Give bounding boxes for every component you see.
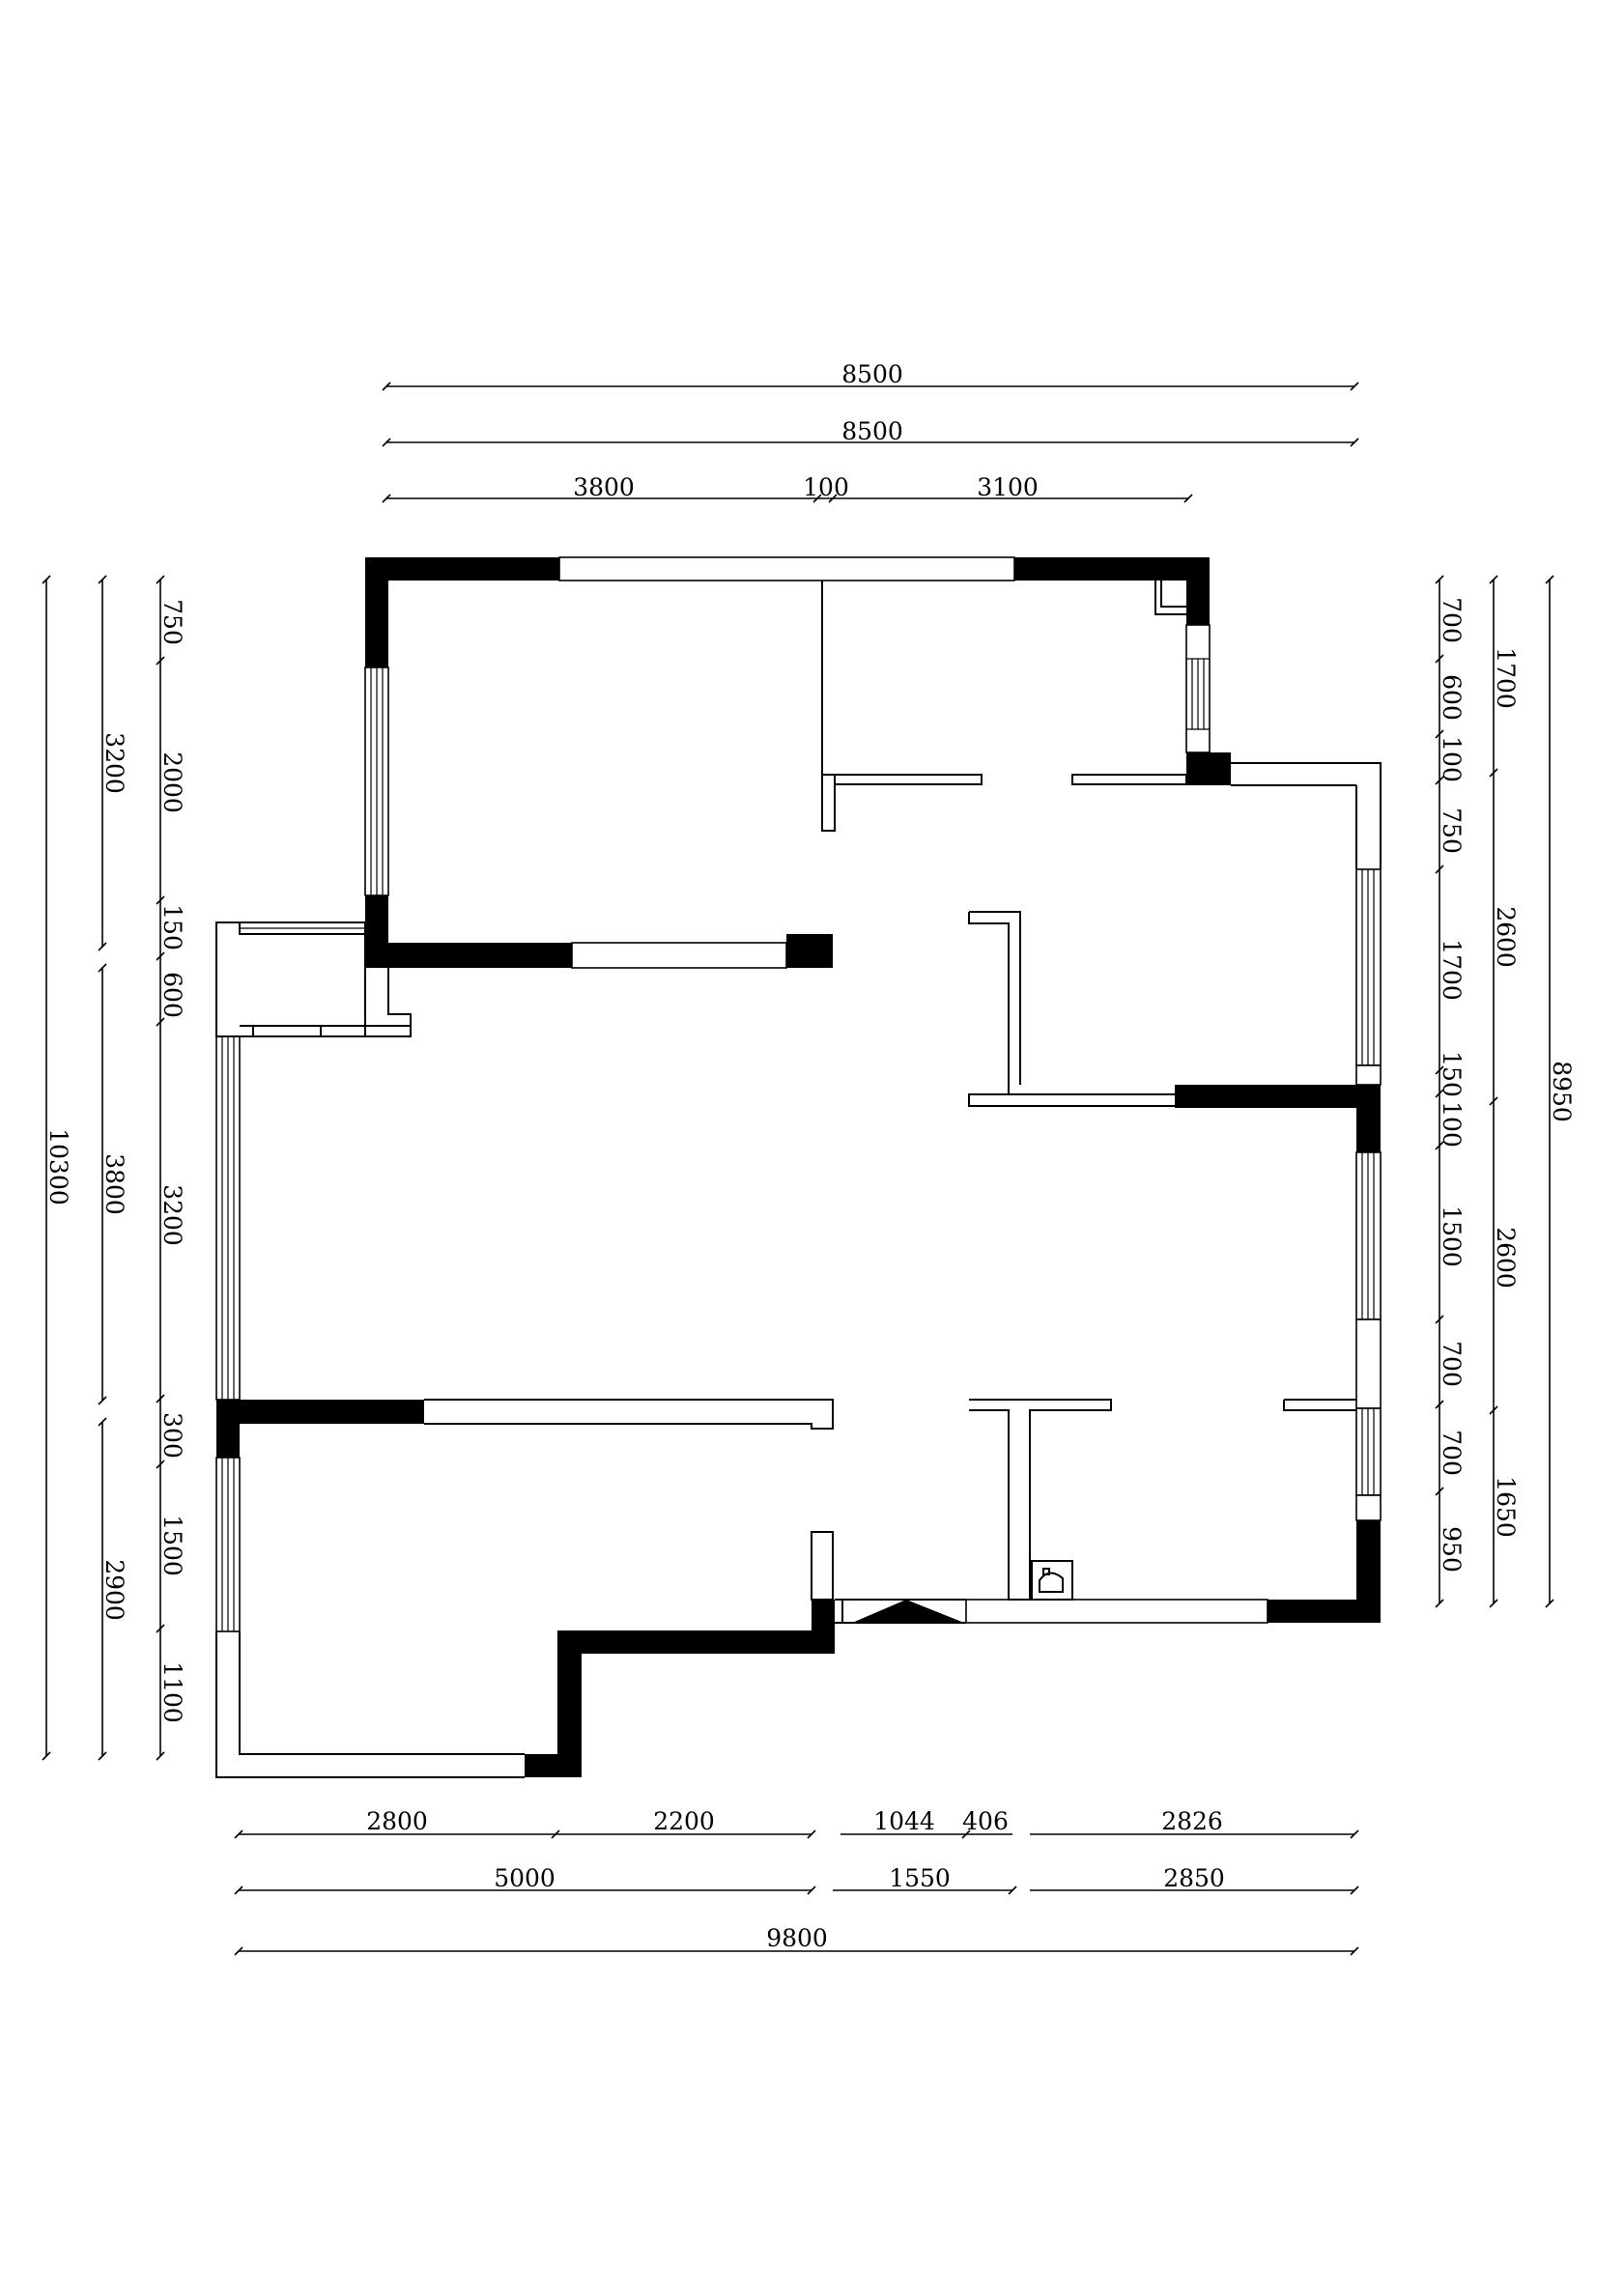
dim-left-inner: 600 <box>158 972 186 1018</box>
dim-right-mid: 2600 <box>1492 906 1520 968</box>
dim-right-mid: 2600 <box>1492 1227 1520 1289</box>
dim-bottom-seg: 2850 <box>1163 1864 1225 1892</box>
dim-top-total-2: 8500 <box>841 417 903 445</box>
dim-left-total: 10300 <box>44 1128 72 1205</box>
dim-top-seg: 3800 <box>573 473 635 501</box>
dim-right-inner: 950 <box>1438 1526 1466 1573</box>
dim-right-inner: 700 <box>1438 1430 1466 1476</box>
dim-left-inner: 150 <box>158 904 186 950</box>
dim-right-inner: 150 <box>1438 1051 1466 1097</box>
dim-left-inner: 3200 <box>158 1184 186 1246</box>
dim-right-mid: 1650 <box>1492 1476 1520 1538</box>
dim-right-mid: 1700 <box>1492 647 1520 709</box>
window-top <box>558 556 1015 581</box>
window-left-lower <box>215 1457 241 1632</box>
dim-left-inner: 1500 <box>158 1515 186 1576</box>
dim-right-inner: 100 <box>1438 1101 1466 1148</box>
dim-top-total-1: 8500 <box>841 360 903 388</box>
window-right-upper <box>1355 868 1382 1086</box>
dim-right-inner: 750 <box>1438 808 1466 854</box>
dim-top-seg: 3100 <box>977 473 1039 501</box>
dim-bottom-seg: 2800 <box>366 1807 428 1835</box>
dim-right-inner: 700 <box>1438 1341 1466 1387</box>
window-right-lower <box>1355 1407 1382 1521</box>
load-bearing-walls <box>216 557 1381 1777</box>
dim-bottom-seg: 1044 <box>873 1807 935 1835</box>
dim-bottom-seg: 5000 <box>494 1864 556 1892</box>
dim-bottom-seg: 406 <box>962 1807 1009 1835</box>
dim-top-seg: 100 <box>803 473 849 501</box>
dimension-lines <box>42 382 1554 1956</box>
dim-left-inner: 300 <box>158 1412 186 1459</box>
dim-right-inner: 100 <box>1438 736 1466 782</box>
window-top-right <box>1185 624 1211 753</box>
dim-right-inner: 700 <box>1438 597 1466 643</box>
dim-right-inner: 1700 <box>1438 939 1466 1001</box>
dim-bottom-seg: 2826 <box>1161 1807 1223 1835</box>
dim-bottom-total: 9800 <box>766 1924 828 1952</box>
window-interior <box>571 942 787 969</box>
window-bottom <box>965 1599 1268 1624</box>
dim-right-inner: 1500 <box>1438 1205 1466 1267</box>
dim-bottom-seg: 1550 <box>889 1864 951 1892</box>
dim-left-inner: 2000 <box>158 751 186 813</box>
windows <box>215 556 1382 1632</box>
window-left-upper <box>364 666 389 896</box>
window-left-middle <box>215 1035 241 1401</box>
dim-left-inner: 1100 <box>158 1661 186 1723</box>
dim-right-inner: 600 <box>1438 674 1466 721</box>
dim-right-total: 8950 <box>1548 1061 1576 1122</box>
partitions <box>215 581 1382 1778</box>
window-right-middle <box>1355 1151 1382 1409</box>
dim-left-mid: 3800 <box>100 1153 128 1215</box>
dim-left-mid: 3200 <box>100 732 128 794</box>
dimension-labels: 8500 8500 3800 100 3100 2800 2200 1044 4… <box>44 360 1576 1952</box>
dim-bottom-seg: 2200 <box>653 1807 715 1835</box>
dim-left-inner: 750 <box>158 599 186 645</box>
dim-left-mid: 2900 <box>100 1559 128 1621</box>
